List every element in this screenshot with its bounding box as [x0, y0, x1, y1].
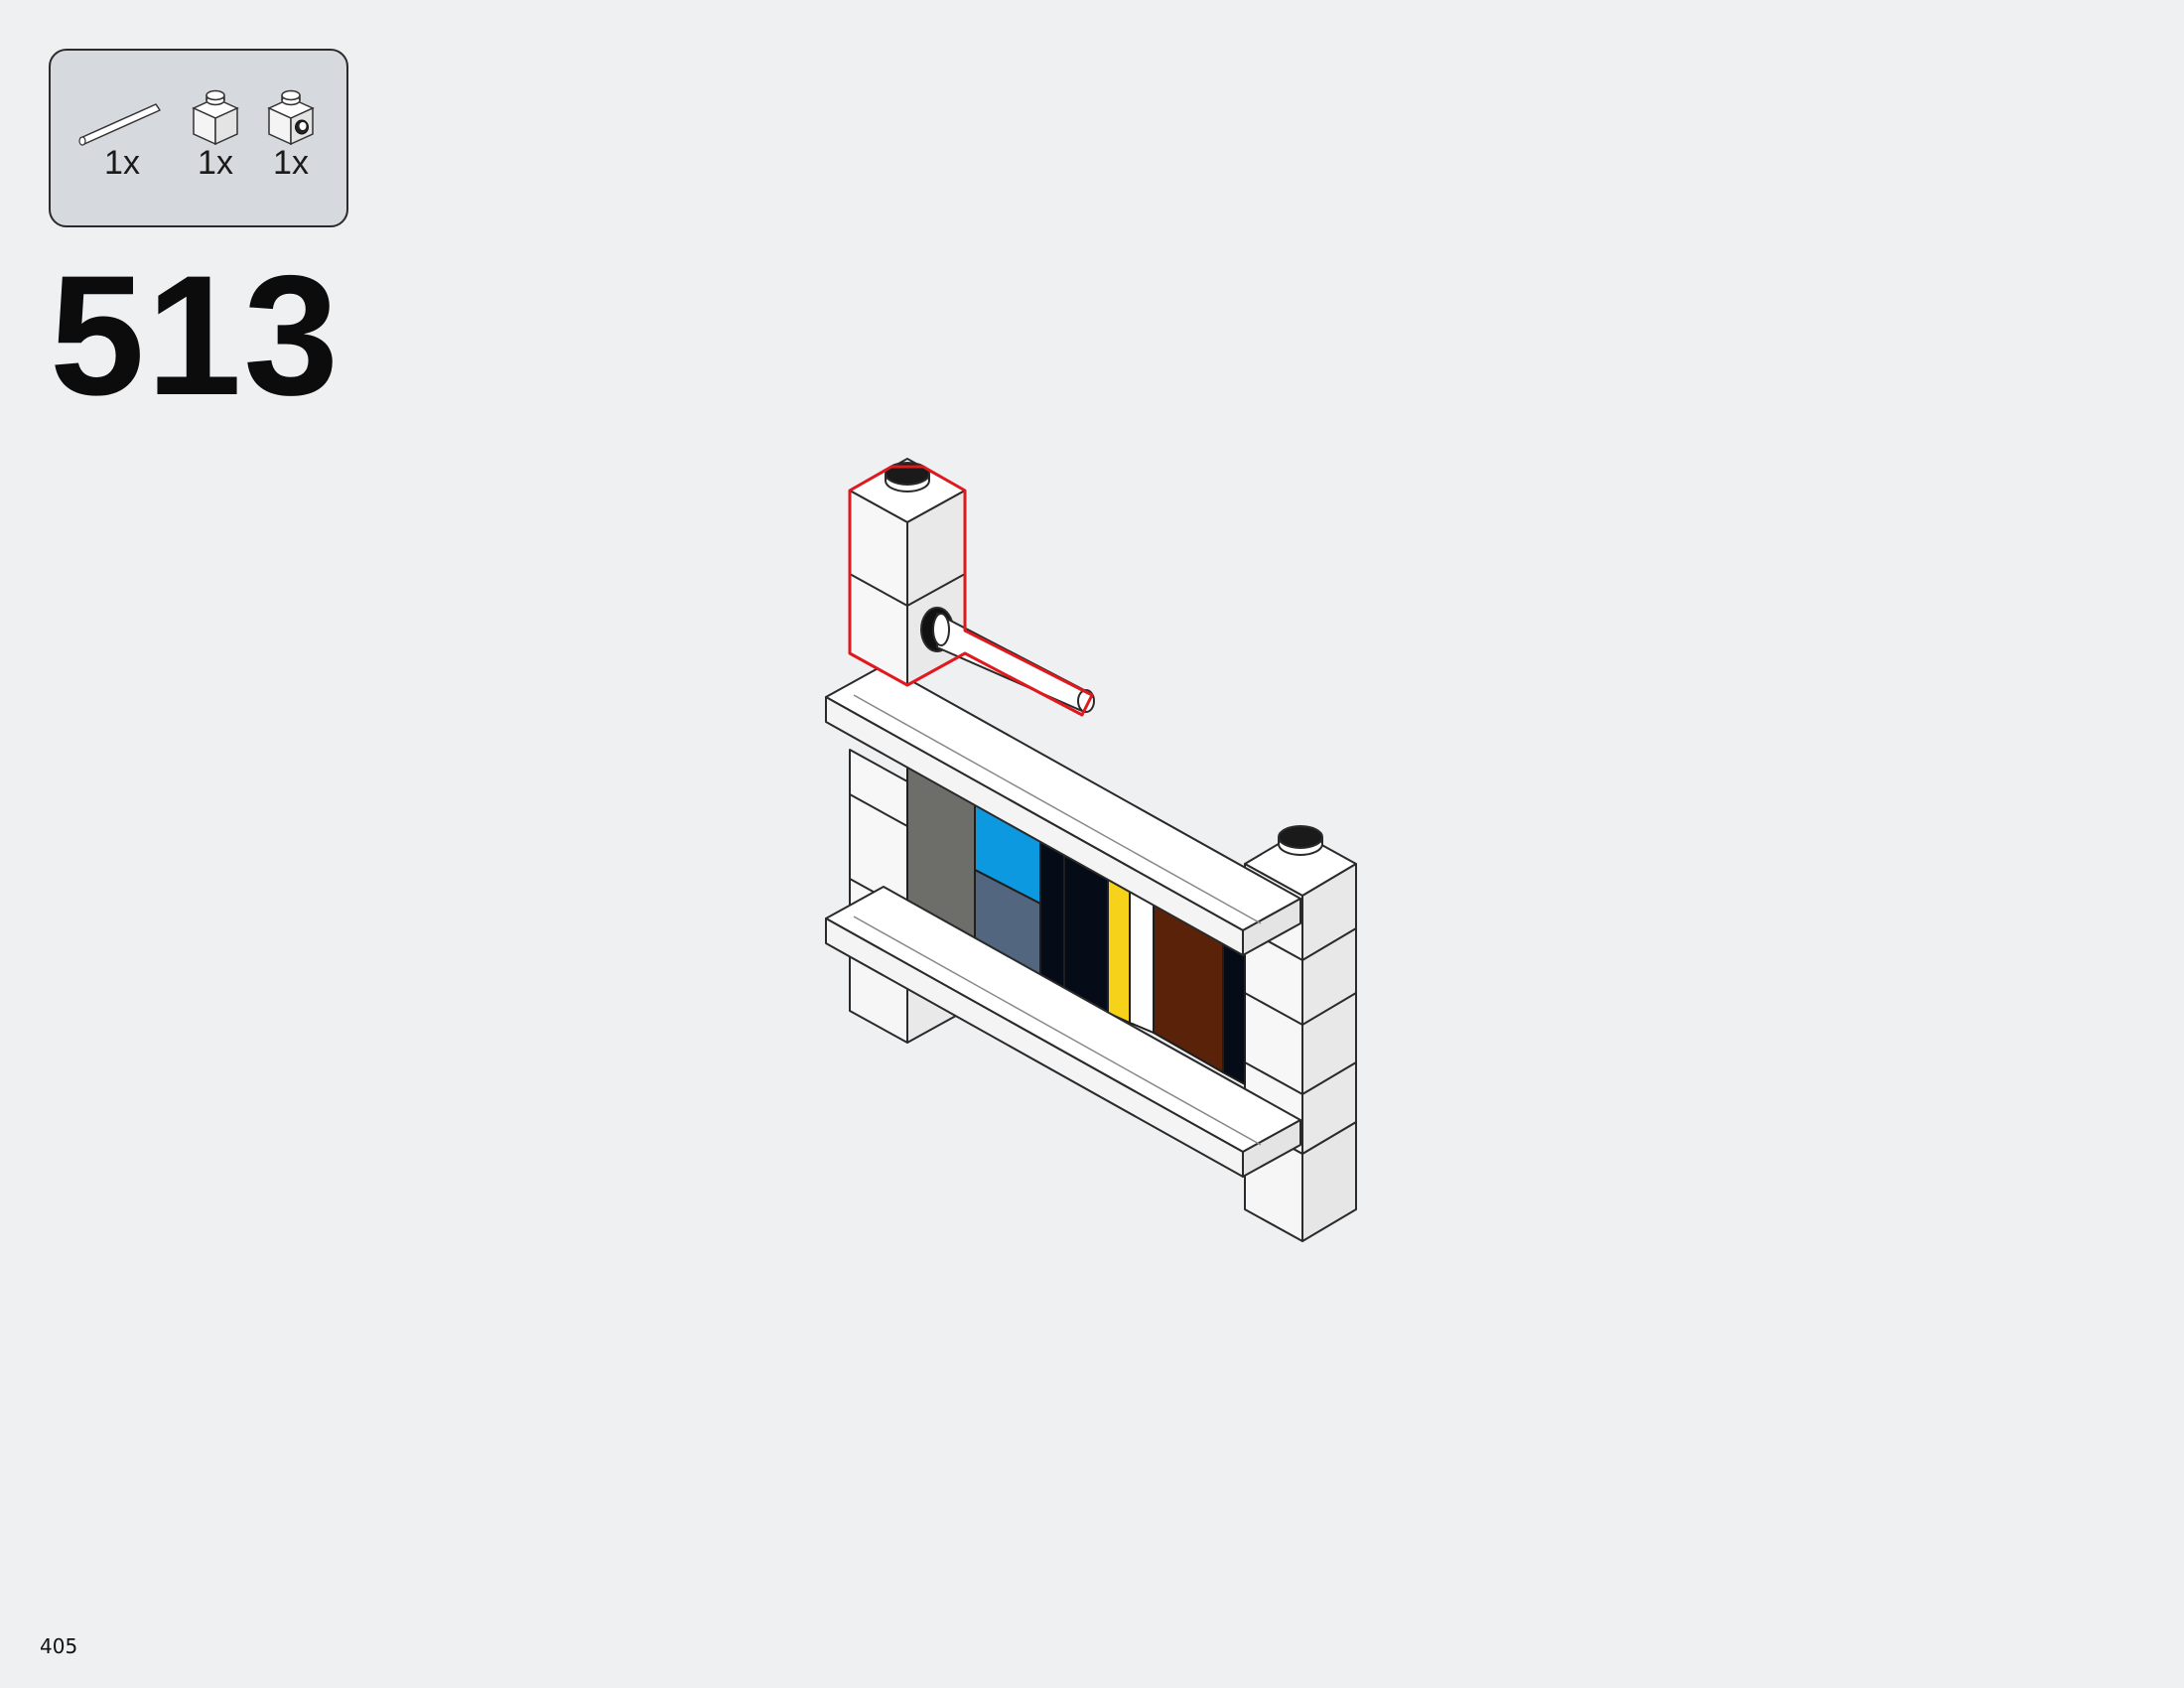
step-number: 513: [50, 240, 341, 431]
parts-list-item: 1x: [74, 94, 170, 180]
upper-rail: [825, 664, 1301, 956]
parts-list-item: 1x: [188, 86, 243, 180]
right-column: [1244, 825, 1357, 1155]
bar-icon: [78, 103, 161, 146]
parts-list-item: 1x: [263, 86, 319, 180]
brick-1x1-side-stud-icon: [267, 89, 315, 146]
part-quantity: 1x: [273, 144, 309, 182]
new-parts-highlight: [848, 458, 1095, 717]
lower-rail: [825, 886, 1301, 1178]
page-number: 405: [40, 1634, 78, 1658]
brick-1x1-icon: [192, 89, 239, 146]
part-quantity: 1x: [198, 144, 233, 182]
parts-list-box: 1x 1x 1x: [49, 49, 348, 227]
part-quantity: 1x: [104, 144, 140, 182]
